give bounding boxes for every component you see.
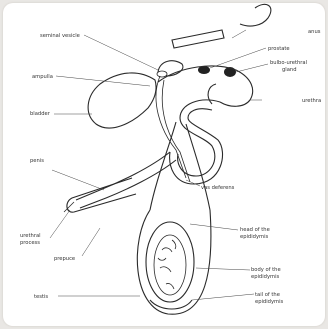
penis xyxy=(76,152,170,200)
label-tail-epididymis-2: epididymis xyxy=(255,299,284,305)
label-tail-epididymis-1: tail of the xyxy=(255,292,280,298)
label-urethral-process-2: process xyxy=(20,240,40,246)
label-prostate: prostate xyxy=(268,46,290,52)
label-bulbo-urethral-1: bulbo-urethral xyxy=(270,60,307,66)
label-anus: anus xyxy=(308,29,321,35)
label-seminal-vesicle: seminal vesicle xyxy=(40,33,80,39)
spermatic-cord-right xyxy=(186,124,210,210)
label-head-epididymis-1: head of the xyxy=(240,227,270,233)
vas-deferens xyxy=(156,76,186,178)
label-body-epididymis-1: body of the xyxy=(251,267,281,273)
spermatic-cord-left xyxy=(150,122,176,210)
label-head-epididymis-2: epididymis xyxy=(240,234,269,240)
seminal-vesicle xyxy=(158,61,183,76)
prepuce xyxy=(67,178,136,212)
label-prepuce: prepuce xyxy=(54,256,75,262)
seminal-vesicle-body xyxy=(157,71,167,77)
testis-inner xyxy=(154,235,186,295)
testis-texture xyxy=(158,240,176,289)
rectum xyxy=(240,4,271,26)
sigmoid-flexure-inner xyxy=(170,109,223,184)
label-vas-deferens: vas deferens xyxy=(201,185,235,191)
label-bladder: bladder xyxy=(30,111,51,117)
label-bulbo-urethral-2: gland xyxy=(282,67,297,73)
label-urethra: urethra xyxy=(302,98,321,104)
label-urethral-process-1: urethral xyxy=(20,233,41,239)
testis xyxy=(146,222,194,302)
label-penis: penis xyxy=(30,158,44,164)
epididymis-tail xyxy=(150,300,192,309)
label-testis: testis xyxy=(34,294,48,300)
anus-tube xyxy=(172,30,224,48)
label-body-epididymis-2: epididymis xyxy=(251,274,280,280)
scrotum xyxy=(137,210,211,314)
label-ampulla: ampulla xyxy=(32,74,53,80)
bladder xyxy=(88,73,156,128)
